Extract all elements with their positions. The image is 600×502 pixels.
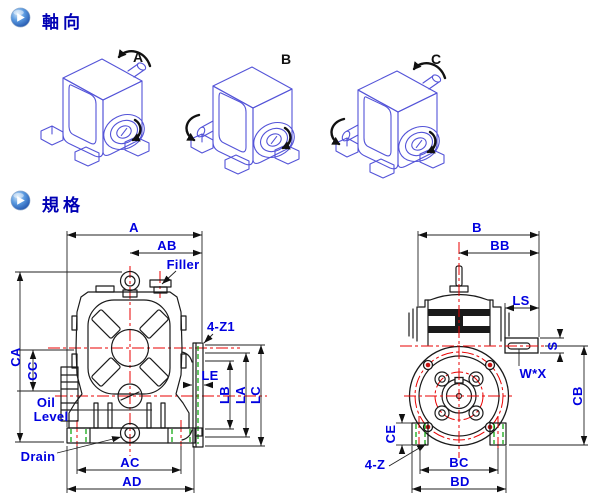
- front-label-level: Level: [34, 409, 69, 424]
- front-base-and-feet: [66, 402, 203, 444]
- side-dim-label-ls: LS: [512, 293, 529, 308]
- bullet-sphere-icon: [10, 190, 31, 211]
- front-dim-label-ab: AB: [157, 238, 176, 253]
- front-dim-label-ca: CA: [8, 347, 23, 367]
- front-dim-label-lc: LC: [248, 386, 263, 404]
- section-title-axial: 軸向: [42, 13, 84, 32]
- side-view-drawing: B BB LS S W*X CB CE 4-Z BC BD: [365, 220, 588, 493]
- bullet-sphere-icon: [10, 7, 31, 28]
- side-dim-label-wx: W*X: [520, 366, 547, 381]
- specification-drawings: A AB Filler CA CC Oil Level Drain AC AD …: [8, 220, 588, 493]
- axial-label-b: B: [281, 51, 291, 67]
- front-dim-label-le: LE: [201, 368, 218, 383]
- gearbox-iso-view-b: [187, 66, 301, 175]
- side-centerlines: [400, 242, 562, 458]
- side-dim-label-bb: BB: [490, 238, 509, 253]
- side-dim-label-bd: BD: [450, 474, 469, 489]
- side-dim-label-s: S: [545, 341, 560, 350]
- section-header-axial: 軸向: [0, 7, 600, 33]
- side-dim-label-ce: CE: [383, 425, 398, 444]
- filler-plug: [149, 279, 172, 294]
- section-header-spec: 規格: [0, 190, 600, 216]
- front-label-filler: Filler: [167, 257, 200, 272]
- front-view-drawing: A AB Filler CA CC Oil Level Drain AC AD …: [8, 220, 267, 493]
- front-dim-label-cc: CC: [25, 361, 40, 381]
- side-dim-label-b: B: [472, 220, 482, 235]
- front-dimensions: [15, 231, 265, 493]
- side-dim-label-cb: CB: [570, 386, 585, 405]
- output-shaft: [504, 337, 540, 366]
- side-dim-label-bc: BC: [449, 455, 469, 470]
- axial-label-c: C: [431, 51, 441, 67]
- side-dim-label-4z: 4-Z: [365, 457, 385, 472]
- front-dim-label-a: A: [129, 220, 139, 235]
- section-title-spec: 規格: [42, 196, 84, 215]
- axial-label-a: A: [133, 49, 143, 65]
- side-feet: [411, 422, 507, 446]
- front-housing-outline: [68, 285, 190, 429]
- front-dim-label-lb: LB: [217, 386, 232, 404]
- output-flange: [181, 342, 204, 448]
- front-label-drain: Drain: [21, 449, 56, 464]
- flange-bolt-holes: [422, 359, 496, 433]
- eyebolt: [119, 270, 141, 298]
- front-dim-label-4z1: 4-Z1: [207, 319, 235, 334]
- front-dim-label-la: LA: [233, 386, 248, 404]
- front-dim-label-ac: AC: [120, 455, 140, 470]
- axial-direction-diagram: A B C: [40, 49, 600, 179]
- side-dimensions: [388, 231, 588, 493]
- oil-level-gauge: [60, 366, 79, 422]
- front-label-oil: Oil: [37, 395, 55, 410]
- gearbox-iso-view-c: [332, 63, 446, 179]
- drain-plug: [119, 422, 141, 444]
- gearbox-iso-view-a: [40, 51, 150, 167]
- front-dim-label-ad: AD: [122, 474, 141, 489]
